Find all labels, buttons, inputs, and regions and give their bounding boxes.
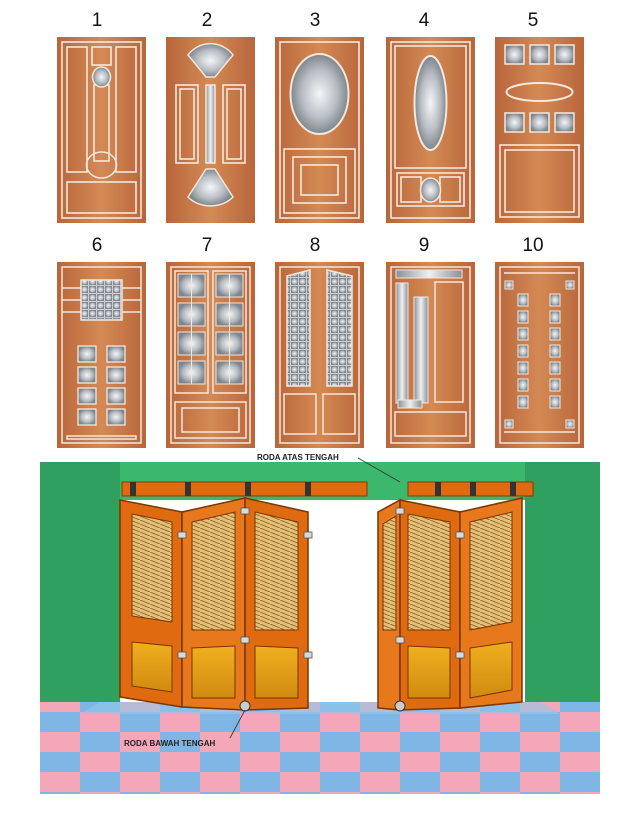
door-design-1 — [57, 37, 146, 223]
door-design-7 — [166, 262, 255, 448]
door-design-4 — [386, 37, 475, 223]
door-number-8: 8 — [309, 235, 321, 256]
door-design-2 — [166, 37, 255, 223]
door-design-9 — [386, 262, 475, 448]
door-design-3 — [275, 37, 364, 223]
folding-door-illustration: RODA ATAS TENGAH RODA BAWAH TENGAH — [40, 453, 600, 794]
top-roller-label: RODA ATAS TENGAH — [257, 453, 339, 462]
door-number-3: 3 — [309, 10, 321, 31]
door-number-2: 2 — [201, 10, 213, 31]
door-number-5: 5 — [527, 10, 539, 31]
door-number-10: 10 — [522, 235, 544, 256]
door-number-4: 4 — [418, 10, 430, 31]
door-design-5 — [495, 37, 584, 223]
door-design-10 — [495, 262, 584, 448]
door-design-8 — [275, 262, 364, 448]
door-number-1: 1 — [91, 10, 103, 31]
door-design-6 — [57, 262, 146, 448]
bottom-roller-label: RODA BAWAH TENGAH — [124, 739, 215, 748]
door-number-6: 6 — [91, 235, 103, 256]
door-number-9: 9 — [418, 235, 430, 256]
door-number-7: 7 — [201, 235, 213, 256]
